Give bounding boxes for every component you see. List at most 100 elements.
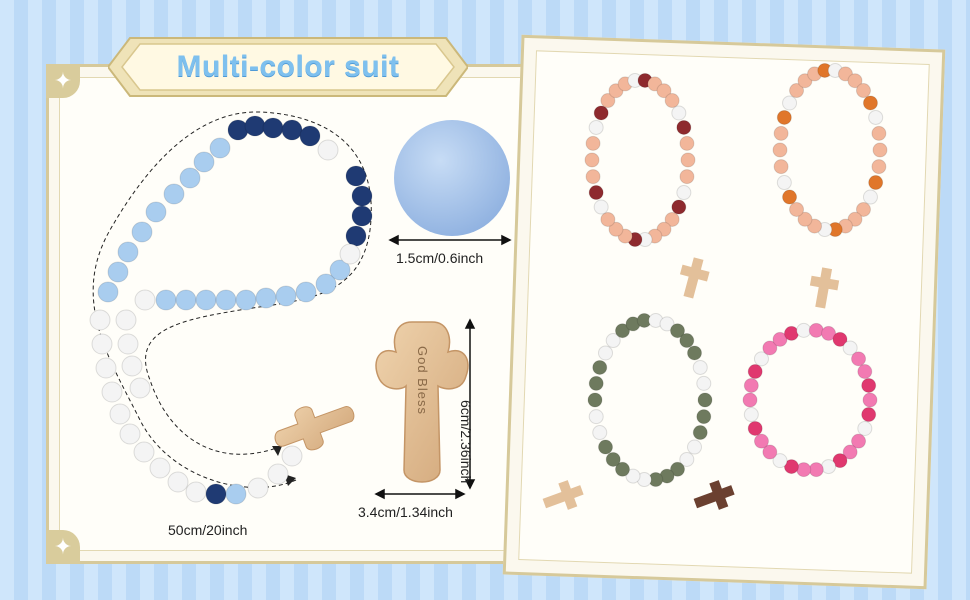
variant-bead (762, 340, 778, 356)
variant-bead (857, 420, 873, 436)
rosary-bead (235, 289, 257, 311)
rosary-bead (95, 357, 117, 379)
variant-bead (796, 462, 812, 478)
variant-bead (762, 444, 778, 460)
variant-bead (789, 201, 805, 217)
rosary-bead (209, 137, 231, 159)
large-bead (394, 120, 510, 236)
rosary-bead (117, 333, 139, 355)
variant-bead (868, 109, 884, 125)
variant-bead (772, 331, 788, 347)
variant-bead (587, 392, 603, 408)
rosary-bead (107, 261, 129, 283)
rosary-bead (119, 423, 141, 445)
rosary-bead (195, 289, 217, 311)
variant-bead (686, 439, 702, 455)
variant-bead (808, 462, 824, 478)
variant-bead (832, 331, 848, 347)
main-rosary (89, 115, 373, 505)
rosary-bead (262, 117, 284, 139)
variant-cross (542, 480, 584, 510)
variant-bead (797, 211, 813, 227)
variant-bead (861, 407, 877, 423)
variant-bead (664, 93, 680, 109)
variant-bead (783, 325, 799, 341)
variant-bead (692, 359, 708, 375)
variant-bead (857, 364, 873, 380)
variant-rosaries (542, 62, 888, 510)
large-wooden-cross (375, 321, 469, 483)
variant-bead (679, 169, 695, 185)
variant-bead (671, 199, 687, 215)
variant-bead (696, 375, 712, 391)
rosary-bead (179, 167, 201, 189)
rosary-length-outline (92, 111, 372, 488)
variant-bead (772, 453, 788, 469)
cross-height-arrow (464, 318, 476, 490)
variant-bead (872, 142, 888, 158)
variant-bead (776, 109, 792, 125)
rosary-bead (155, 289, 177, 311)
variant-bead (605, 451, 621, 467)
rosary-bead (117, 241, 139, 263)
variant-bead (584, 152, 600, 168)
main-rosary-cross (274, 406, 355, 451)
variant-bead (847, 73, 863, 89)
variant-bead (600, 211, 616, 227)
variant-bead (747, 364, 763, 380)
variant-bead (593, 105, 609, 121)
rosary-bead (351, 185, 373, 207)
variant-bead (862, 392, 878, 408)
variant-bead (615, 461, 630, 477)
variant-bead (868, 175, 884, 191)
rosary-bead (225, 483, 247, 505)
rosary-bead (129, 377, 151, 399)
cross-width-label: 3.4cm/1.34inch (358, 504, 453, 520)
rosary-bead (315, 273, 337, 295)
rosary-bead (351, 205, 373, 227)
variant-bead (585, 169, 601, 185)
rosary-bead (193, 151, 215, 173)
rosary-bead (145, 201, 167, 223)
banner-title: Multi-color suit (176, 50, 400, 83)
cross-height-label: 6cm/2.36inch (458, 400, 474, 484)
variant-bead (670, 323, 685, 339)
rosary-bead (115, 309, 137, 331)
rosary-bead (281, 119, 303, 141)
rosary-bead (185, 481, 207, 503)
variant-bead (676, 119, 692, 135)
variant-bead (743, 377, 759, 393)
rosary-bead (247, 477, 269, 499)
variant-bead (851, 351, 867, 367)
title-banner: Multi-color suit (108, 34, 468, 100)
variant-bead (585, 135, 601, 151)
variant-bead (773, 125, 789, 141)
variant-bead (593, 199, 609, 215)
variant-bead (656, 83, 672, 99)
cross-width-arrow (374, 488, 466, 500)
variant-bead (588, 409, 604, 425)
rosary-length-label: 50cm/20inch (168, 522, 248, 538)
variant-cross (693, 480, 735, 510)
variant-bead (588, 185, 604, 201)
variant-bead (753, 433, 769, 449)
variant-cross (809, 267, 840, 309)
variant-bead (664, 211, 680, 227)
rosary-bead (299, 125, 321, 147)
variant-bead (742, 392, 758, 408)
rosary-bead (275, 285, 297, 307)
variant-bead (588, 119, 604, 135)
variant-bead (862, 95, 878, 111)
variant-bead (598, 439, 614, 455)
variant-bead (605, 333, 621, 349)
variant-bead (776, 175, 792, 191)
variant-bead (851, 433, 867, 449)
variant-bead (842, 444, 858, 460)
variant-bead (686, 345, 702, 361)
variant-bead (679, 451, 695, 467)
variant-bead (679, 333, 695, 349)
banner-ribbon (108, 37, 468, 97)
variant-bead (747, 420, 763, 436)
corner-ornament-top-left: ✦ (46, 64, 80, 98)
